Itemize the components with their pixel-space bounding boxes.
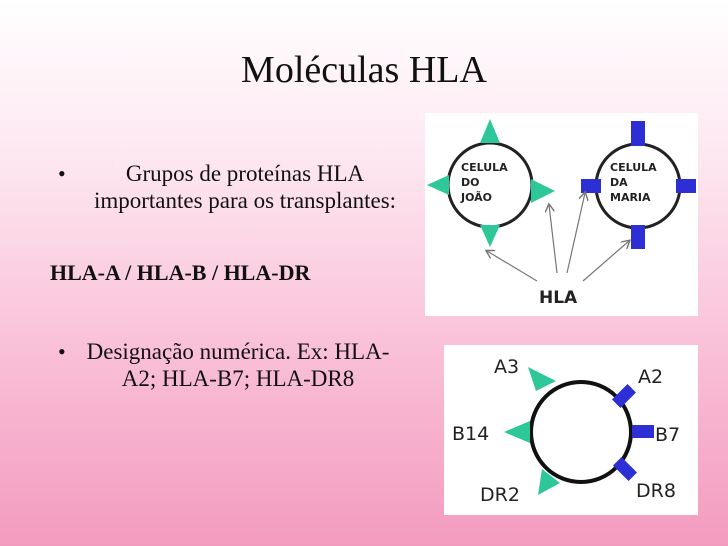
hla-square-left bbox=[581, 179, 601, 193]
bullet-hla-groups: • Grupos de proteínas HLA importantes pa… bbox=[58, 160, 398, 214]
bullet-dot-icon: • bbox=[58, 339, 66, 364]
cell-maria-label-2: DA bbox=[610, 176, 628, 189]
cells-diagram-svg: CELULA DO JOÃO CELULA DA MARIA HLA bbox=[427, 119, 696, 308]
hla-square-right bbox=[676, 179, 696, 193]
cell-joao-label-2: DO bbox=[461, 176, 479, 189]
a2-label: A2 bbox=[638, 366, 663, 388]
bullet-text: Grupos de proteínas HLA importantes para… bbox=[93, 161, 397, 213]
hla-triangle-top bbox=[480, 119, 500, 143]
cell-maria-label-3: MARIA bbox=[610, 191, 651, 204]
hla-loci-line: HLA-A / HLA-B / HLA-DR bbox=[50, 260, 311, 285]
hla-triangle-right bbox=[531, 179, 555, 203]
bullet-text: Designação numérica. Ex: HLA-A2; HLA-B7;… bbox=[86, 339, 390, 391]
hla-square-top bbox=[631, 121, 645, 146]
alleles-diagram: A3 A2 B14 B7 DR2 DR8 bbox=[444, 345, 698, 515]
a2-square bbox=[611, 383, 637, 409]
cell-maria-circle bbox=[594, 142, 682, 230]
cell-joao-label-1: CELULA bbox=[461, 161, 508, 174]
hla-label: HLA bbox=[539, 288, 578, 308]
bullet-numeric-designation: • Designação numérica. Ex: HLA-A2; HLA-B… bbox=[58, 338, 398, 392]
arrow-to-joao-bottom bbox=[487, 251, 538, 282]
slide-title: Moléculas HLA bbox=[241, 49, 487, 91]
dr8-square bbox=[612, 456, 638, 482]
dr2-triangle bbox=[538, 469, 560, 495]
dr2-label: DR2 bbox=[480, 484, 520, 506]
hla-triangle-bottom bbox=[480, 225, 500, 247]
b14-triangle bbox=[504, 421, 530, 443]
cell-maria-label-1: CELULA bbox=[610, 161, 657, 174]
bullet-dot-icon: • bbox=[58, 161, 66, 186]
arrow-to-joao-right bbox=[549, 205, 558, 274]
a3-triangle bbox=[528, 367, 556, 391]
arrow-to-maria-left bbox=[566, 193, 585, 274]
cells-diagram: CELULA DO JOÃO CELULA DA MARIA HLA bbox=[425, 113, 698, 316]
b14-label: B14 bbox=[452, 423, 489, 445]
arrow-to-maria-bottom bbox=[582, 241, 629, 282]
hla-square-bottom bbox=[631, 225, 645, 249]
a3-label: A3 bbox=[494, 356, 519, 378]
b7-square bbox=[632, 425, 654, 438]
cell-circle bbox=[529, 380, 633, 484]
b7-label: B7 bbox=[655, 424, 680, 446]
dr8-label: DR8 bbox=[636, 480, 676, 502]
hla-triangle-left bbox=[427, 175, 449, 195]
cell-joao-label-3: JOÃO bbox=[460, 191, 492, 204]
alleles-diagram-svg: A3 A2 B14 B7 DR2 DR8 bbox=[452, 356, 680, 506]
